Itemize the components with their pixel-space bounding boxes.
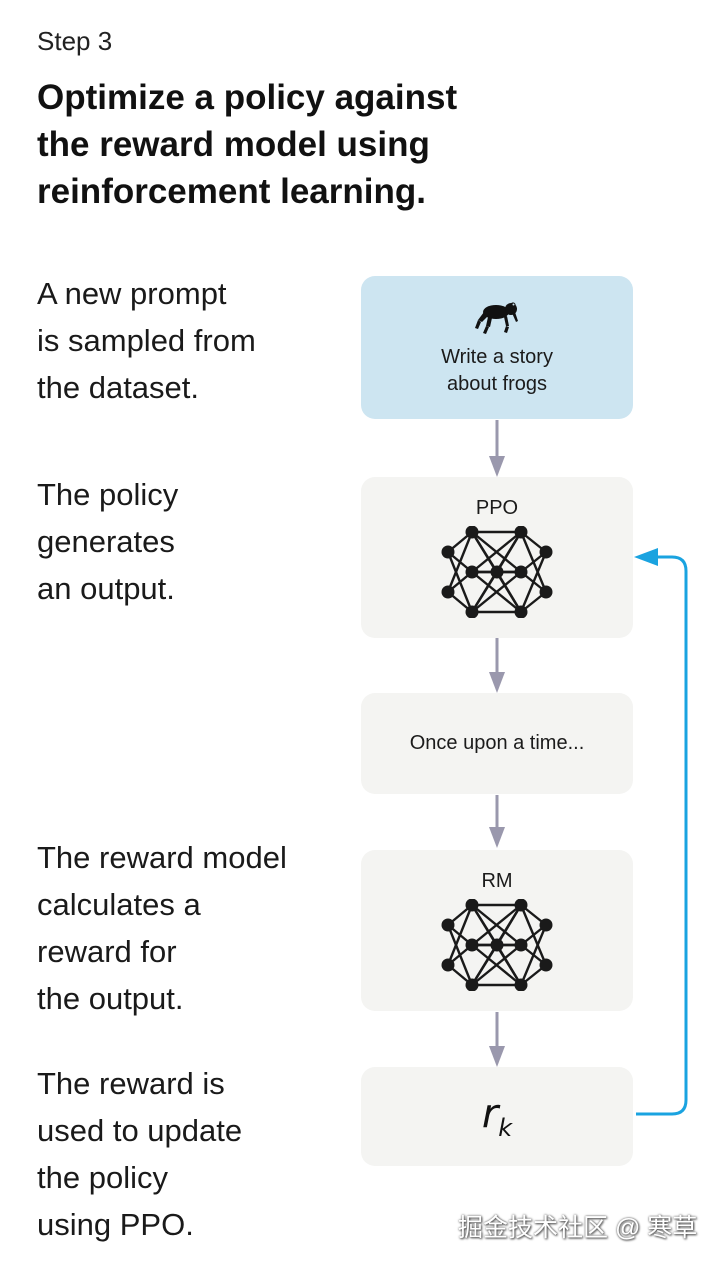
reward-symbol-r: r (481, 1091, 499, 1137)
description-line: A new prompt (37, 276, 227, 311)
reward-model-label: RM (481, 870, 513, 892)
network-node (465, 565, 479, 579)
network-edge (446, 904, 474, 966)
network-node (539, 545, 553, 559)
network-node (514, 978, 528, 991)
frog-icon (475, 301, 518, 334)
network-node (465, 605, 479, 618)
output-text: Once upon a time... (409, 732, 585, 754)
policy-box: PPO (361, 477, 633, 638)
network-node (465, 899, 479, 912)
network-node (441, 585, 455, 599)
prompt-box: Write a story about frogs (361, 276, 633, 419)
title-line: Optimize a policy against (37, 78, 458, 117)
description-line: is sampled from (37, 323, 256, 358)
network-node (490, 565, 504, 579)
network-edge (495, 904, 523, 946)
description-line: an output. (37, 571, 175, 606)
network-node (490, 938, 504, 952)
description-line: the output. (37, 981, 184, 1016)
network-edge (495, 571, 523, 613)
description-line: used to update (37, 1113, 243, 1148)
step-label: Step 3 (37, 26, 113, 56)
neural-network-icon (441, 526, 553, 618)
network-edge (470, 944, 499, 986)
network-edge (470, 904, 499, 946)
network-edge (471, 571, 522, 613)
network-node (514, 938, 528, 952)
description-line: the policy (37, 1160, 168, 1195)
feedback-arrow-icon (634, 548, 688, 1116)
prompt-text-line: about frogs (446, 372, 548, 395)
description-line: calculates a (37, 887, 201, 922)
network-node (465, 978, 479, 991)
description-line: The reward is (37, 1066, 225, 1101)
network-edge (471, 904, 522, 946)
network-edge (471, 944, 522, 986)
network-node (514, 526, 528, 539)
network-edge (470, 531, 499, 573)
description-line: the dataset. (37, 370, 200, 405)
network-edge (495, 531, 523, 573)
down-arrow-icon (489, 638, 505, 693)
network-edge (471, 531, 522, 573)
description-policy-output: The policy generates an output. (37, 471, 178, 612)
description-line: reward for (37, 934, 177, 969)
title-line: the reward model using (37, 125, 430, 164)
network-node (441, 918, 455, 932)
output-box: Once upon a time... (361, 693, 633, 794)
network-node (441, 545, 455, 559)
description-reward-calculation: The reward model calculates a reward for… (37, 834, 287, 1022)
network-edge (495, 944, 523, 986)
network-node (465, 526, 479, 539)
description-line: The reward model (37, 840, 287, 875)
description-policy-update: The reward is used to update the policy … (37, 1060, 242, 1248)
network-node (539, 958, 553, 972)
reward-subscript: k (498, 1114, 513, 1142)
network-node (441, 958, 455, 972)
reward-model-box: RM (361, 850, 633, 1011)
network-edge (470, 571, 499, 613)
title-line: reinforcement learning. (37, 172, 426, 211)
description-line: The policy (37, 477, 179, 512)
description-line: generates (37, 524, 175, 559)
prompt-text-line: Write a story (441, 345, 553, 368)
network-node (465, 938, 479, 952)
network-node (539, 585, 553, 599)
description-line: using PPO. (37, 1207, 194, 1242)
neural-network-icon (441, 899, 553, 991)
network-node (514, 899, 528, 912)
network-edge (446, 531, 474, 593)
down-arrow-icon (489, 795, 505, 848)
network-node (514, 605, 528, 618)
policy-label: PPO (475, 497, 519, 519)
network-edge (519, 924, 548, 986)
page-title: Optimize a policy against the reward mod… (37, 74, 517, 215)
reward-box: rk (361, 1067, 633, 1166)
description-sample-prompt: A new prompt is sampled from the dataset… (37, 270, 256, 411)
down-arrow-icon (489, 420, 505, 477)
network-node (514, 565, 528, 579)
watermark: 掘金技术社区 @ 寒草 (458, 1214, 698, 1242)
reward-symbol: rk (482, 1091, 512, 1142)
network-edge (519, 551, 548, 613)
down-arrow-icon (489, 1012, 505, 1067)
network-node (539, 918, 553, 932)
